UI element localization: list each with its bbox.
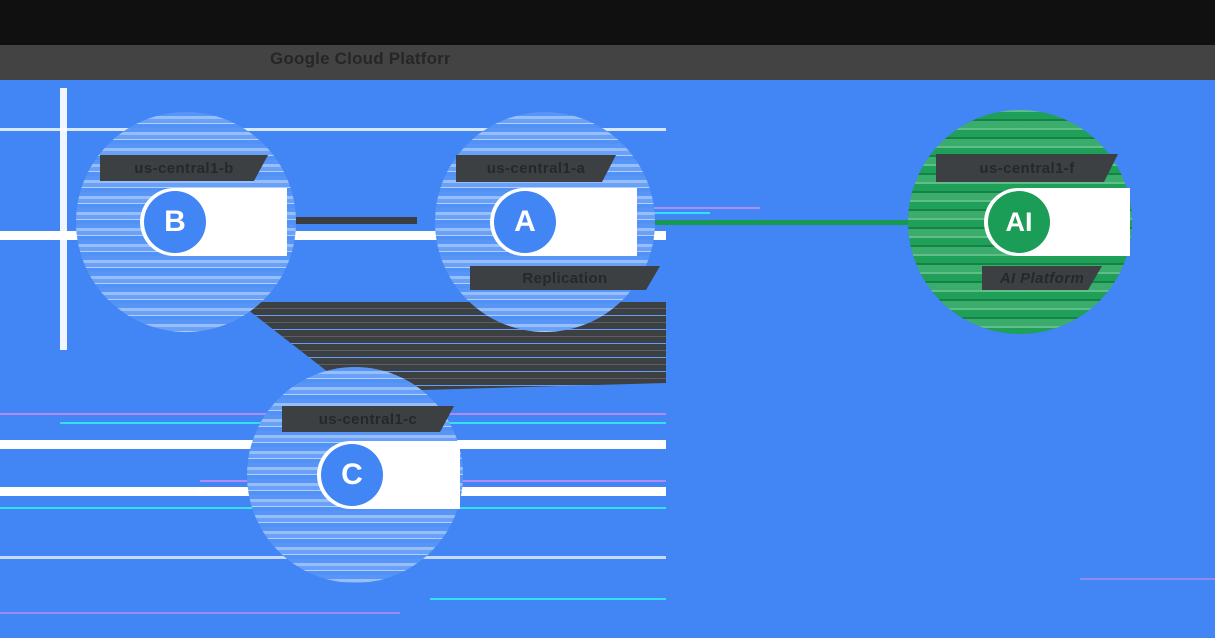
zone-a-badge[interactable]: A	[494, 191, 556, 253]
zone-ai-badge[interactable]: AI	[988, 191, 1050, 253]
ai-platform-label: AI Platform	[982, 266, 1102, 290]
connector-b-to-a	[286, 217, 417, 224]
zone-c-label: us-central1-c	[282, 406, 454, 432]
zone-a-label: us-central1-a	[456, 155, 616, 182]
footer-strip	[0, 638, 1215, 642]
zone-b-label: us-central1-b	[100, 155, 268, 181]
diagram-title: Google Cloud Platform	[270, 49, 450, 68]
connector-a-to-ai	[637, 220, 909, 225]
zone-b-badge[interactable]: B	[144, 191, 206, 253]
replication-label: Replication	[470, 266, 660, 290]
glitch-stripe	[60, 88, 67, 350]
zone-ai-label: us-central1-f	[936, 154, 1118, 182]
header-black-band	[0, 0, 1215, 45]
header-gray-band	[0, 45, 1215, 80]
zone-c-badge[interactable]: C	[321, 444, 383, 506]
